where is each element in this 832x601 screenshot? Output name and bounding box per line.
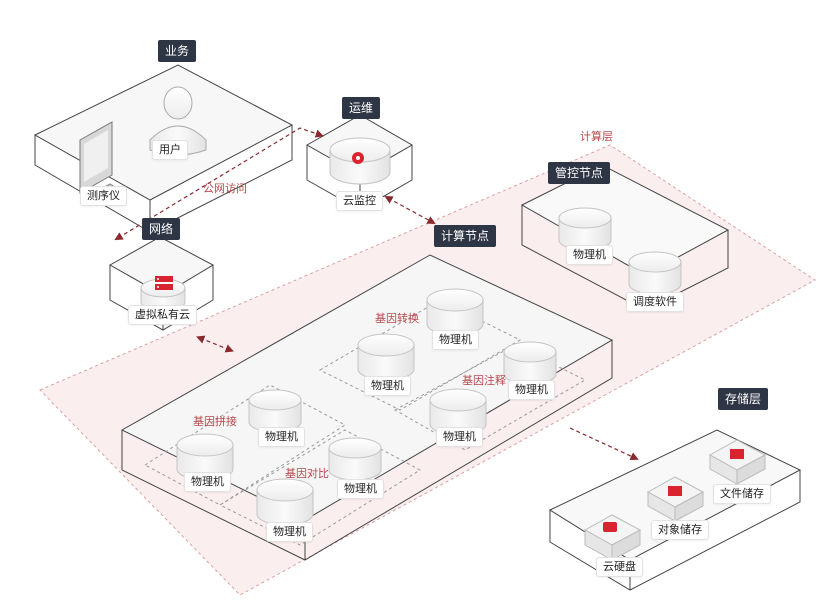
server-icon <box>155 276 173 290</box>
group-region-convert <box>318 299 522 411</box>
label-machine: 物理机 <box>432 330 479 350</box>
group-compare: 基因对比 <box>285 467 329 480</box>
cloud-disk-box <box>583 514 642 561</box>
arrow-compute-storage <box>569 427 639 461</box>
server-cylinder <box>426 288 484 336</box>
group-convert: 基因转换 <box>375 312 419 325</box>
label-cloud-disk: 云硬盘 <box>596 557 643 577</box>
label-user: 用户 <box>152 140 188 160</box>
label-machine: 物理机 <box>184 472 231 492</box>
label-machine: 物理机 <box>436 427 483 447</box>
group-assemble: 基因拼接 <box>193 415 237 428</box>
group-annotate: 基因注释 <box>462 374 506 387</box>
label-file-storage: 文件储存 <box>713 484 771 504</box>
tag-compute: 计算节点 <box>434 225 497 247</box>
server-cylinder <box>256 478 314 526</box>
label-sequencer: 测序仪 <box>80 186 127 206</box>
server-cylinder <box>628 251 682 295</box>
label-machine: 物理机 <box>258 427 305 447</box>
folder-icon <box>730 449 744 459</box>
label-machine: 物理机 <box>266 522 313 542</box>
label-public-access: 公网访问 <box>203 182 247 195</box>
gear-icon <box>352 152 364 164</box>
tag-network: 网络 <box>142 218 181 240</box>
server-cylinder <box>503 341 557 385</box>
folder-icon <box>668 486 682 496</box>
server-cylinder <box>357 333 415 381</box>
label-control-machine: 物理机 <box>566 245 613 265</box>
object-storage-box <box>646 476 705 522</box>
tag-business: 业务 <box>158 40 197 62</box>
compute-layer-label: 计算层 <box>580 130 613 143</box>
server-cylinder <box>176 433 234 481</box>
label-object-storage: 对象储存 <box>651 520 709 540</box>
tag-storage: 存储层 <box>718 388 769 410</box>
arrow-vpc-compute <box>196 335 234 353</box>
label-monitor: 云监控 <box>336 191 383 211</box>
arrow-monitor-compute <box>384 195 436 225</box>
label-machine: 物理机 <box>364 376 411 396</box>
label-vpc: 虚拟私有云 <box>128 305 197 325</box>
label-machine: 物理机 <box>508 380 555 400</box>
tag-control: 管控节点 <box>548 162 611 184</box>
tag-ops: 运维 <box>342 97 381 119</box>
server-cylinder <box>328 437 382 481</box>
server-cylinder <box>248 389 302 433</box>
arrow-public-access <box>114 127 324 241</box>
label-machine: 物理机 <box>337 479 384 499</box>
label-scheduler: 调度软件 <box>626 292 684 312</box>
file-storage-box <box>708 439 767 485</box>
server-cylinder <box>329 137 391 185</box>
disk-icon <box>603 522 617 532</box>
server-cylinder <box>429 388 487 436</box>
server-cylinder <box>558 207 612 251</box>
